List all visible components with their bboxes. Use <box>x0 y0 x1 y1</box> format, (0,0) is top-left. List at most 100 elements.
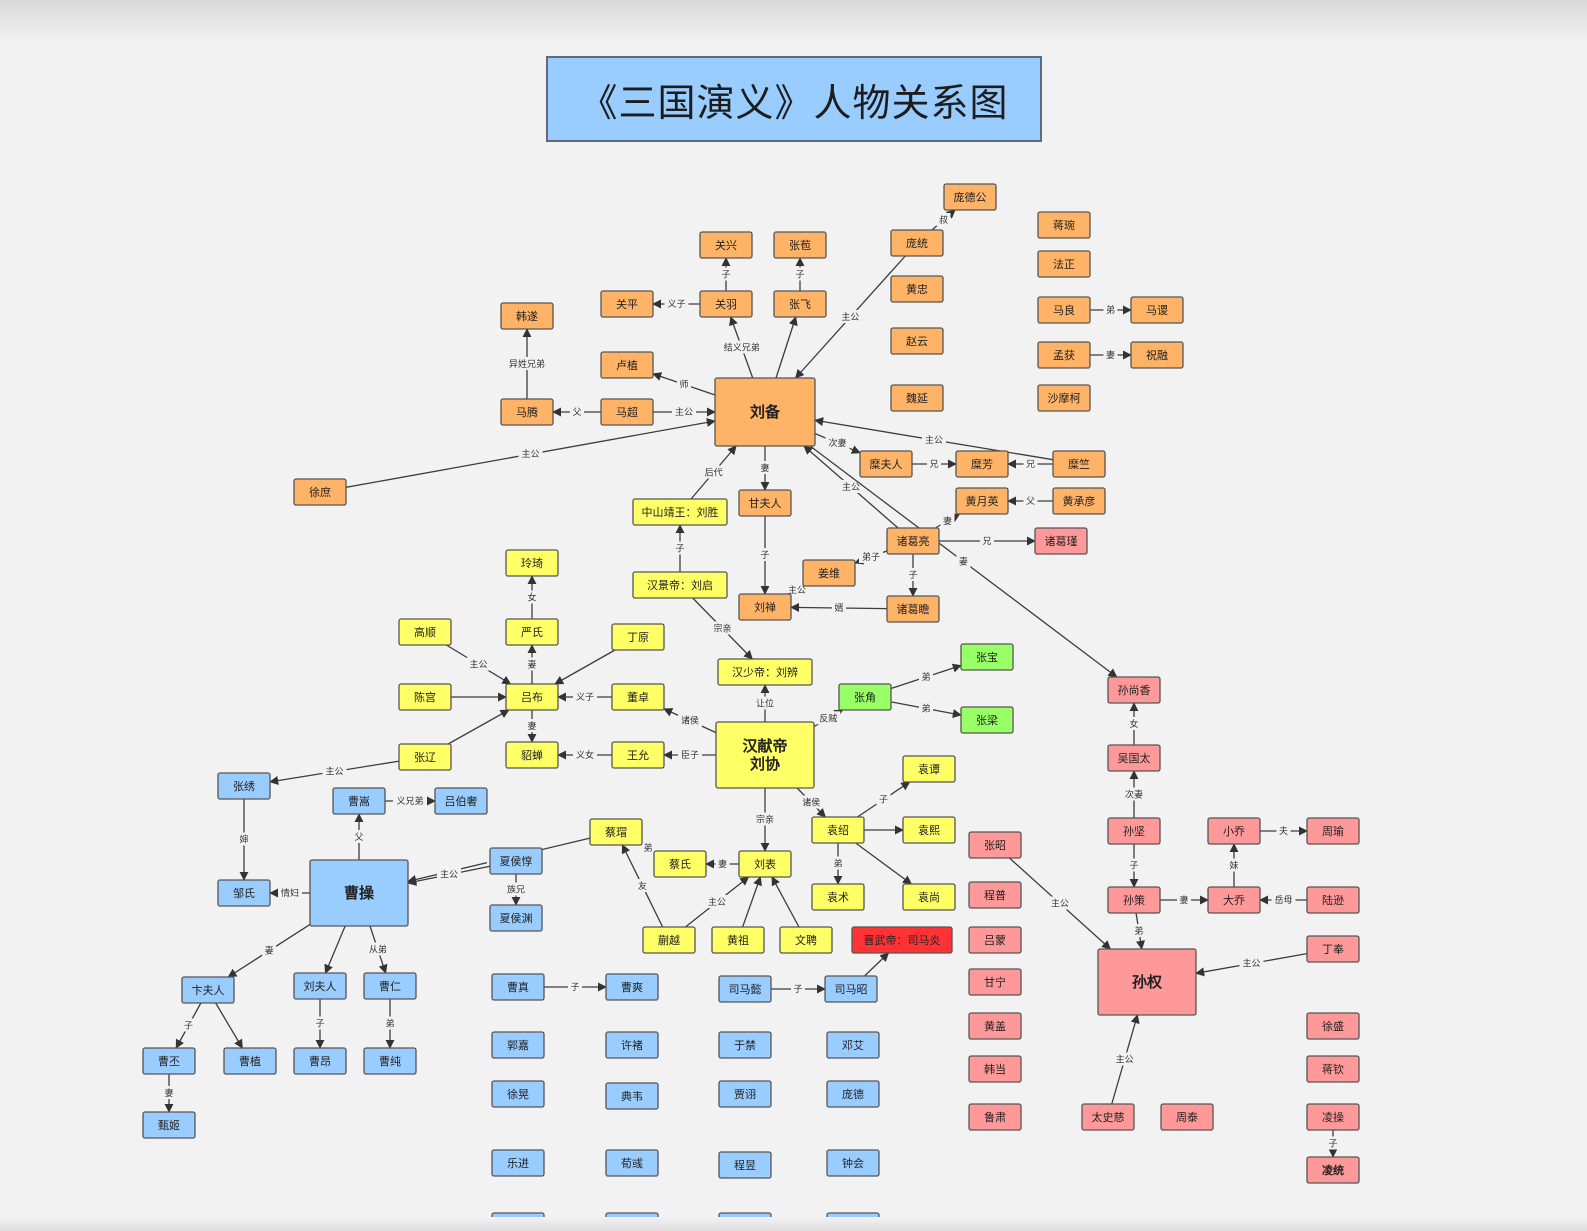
node-caoshuang[interactable]: 曹爽 <box>605 973 659 1001</box>
node-mifang[interactable]: 糜芳 <box>955 450 1009 478</box>
node-ganning[interactable]: 甘宁 <box>968 968 1022 996</box>
node-yuanshang[interactable]: 袁尚 <box>902 883 956 911</box>
node-chengpu[interactable]: 程普 <box>968 881 1022 909</box>
node-shaodi[interactable]: 汉少帝：刘辨 <box>717 658 813 686</box>
node-zhaoyun[interactable]: 赵云 <box>890 327 944 355</box>
node-lvbu[interactable]: 吕布 <box>505 683 559 711</box>
node-liuqi[interactable]: 汉景帝：刘启 <box>632 571 728 599</box>
node-luxun[interactable]: 陆逊 <box>1306 886 1360 914</box>
node-zhugejin[interactable]: 诸葛瑾 <box>1034 527 1088 555</box>
node-lingtong[interactable]: 凌统 <box>1306 1156 1360 1184</box>
node-simazhao[interactable]: 司马昭 <box>824 975 878 1003</box>
node-yuanshu[interactable]: 袁术 <box>811 883 865 911</box>
node-caochun[interactable]: 曹纯 <box>363 1047 417 1075</box>
node-huangzu[interactable]: 黄祖 <box>711 926 765 954</box>
node-zhangliao[interactable]: 张辽 <box>398 743 452 771</box>
node-liufuren[interactable]: 刘夫人 <box>293 972 347 1000</box>
node-yuanshao[interactable]: 袁绍 <box>811 816 865 844</box>
node-xunyu[interactable]: 荀彧 <box>605 1149 659 1177</box>
node-zhangjiao[interactable]: 张角 <box>838 683 892 711</box>
node-zhonghui[interactable]: 钟会 <box>826 1149 880 1177</box>
node-wenpin[interactable]: 文聘 <box>779 926 833 954</box>
node-dianwei[interactable]: 典韦 <box>605 1082 659 1110</box>
node-gaoshun[interactable]: 高顺 <box>398 618 452 646</box>
node-zhangzhao[interactable]: 张昭 <box>968 831 1022 859</box>
node-yujin[interactable]: 于禁 <box>718 1031 772 1059</box>
node-masu[interactable]: 马谡 <box>1130 296 1184 324</box>
node-maliang[interactable]: 马良 <box>1037 296 1091 324</box>
node-caishi[interactable]: 蔡氏 <box>653 850 707 878</box>
node-bianfuren[interactable]: 卞夫人 <box>181 976 235 1004</box>
node-xiahouyuan[interactable]: 夏侯渊 <box>489 904 543 932</box>
node-jiaxu[interactable]: 贾诩 <box>718 1080 772 1108</box>
node-liubiao[interactable]: 刘表 <box>738 850 792 878</box>
node-zhoutai[interactable]: 周泰 <box>1160 1103 1214 1131</box>
node-kuaiyue[interactable]: 蒯越 <box>642 926 696 954</box>
node-pangde[interactable]: 庞德 <box>826 1080 880 1108</box>
node-daqiao[interactable]: 大乔 <box>1207 886 1261 914</box>
node-lvmeng[interactable]: 吕蒙 <box>968 926 1022 954</box>
node-wuguotai[interactable]: 吴国太 <box>1107 744 1161 772</box>
node-zhugezhan[interactable]: 诸葛瞻 <box>886 595 940 623</box>
node-mizhu[interactable]: 糜竺 <box>1052 450 1106 478</box>
node-simayi[interactable]: 司马懿 <box>718 975 772 1003</box>
node-yuejin[interactable]: 乐进 <box>491 1149 545 1177</box>
node-sunjian[interactable]: 孙坚 <box>1107 817 1161 845</box>
node-sunshangxiang[interactable]: 孙尚香 <box>1107 676 1161 704</box>
node-jiangqin[interactable]: 蒋钦 <box>1306 1055 1360 1083</box>
node-handang[interactable]: 韩当 <box>968 1055 1022 1083</box>
node-diaochan[interactable]: 貂蝉 <box>505 741 559 769</box>
node-zhenji[interactable]: 甄姬 <box>142 1111 196 1139</box>
node-taishici[interactable]: 太史慈 <box>1081 1103 1135 1131</box>
node-lingcao[interactable]: 凌操 <box>1306 1103 1360 1131</box>
node-pangtong[interactable]: 庞统 <box>890 229 944 257</box>
node-yanshi[interactable]: 严氏 <box>505 618 559 646</box>
node-xuhuang[interactable]: 徐晃 <box>491 1080 545 1108</box>
node-zhugeliang[interactable]: 诸葛亮 <box>886 527 940 555</box>
node-zhangliang[interactable]: 张梁 <box>960 706 1014 734</box>
node-caopi[interactable]: 曹丕 <box>142 1047 196 1075</box>
node-sunquan[interactable]: 孙权 <box>1097 948 1197 1016</box>
node-liubei[interactable]: 刘备 <box>714 377 816 447</box>
node-menghuo[interactable]: 孟获 <box>1037 341 1091 369</box>
node-xiaoqiao[interactable]: 小乔 <box>1207 817 1261 845</box>
node-caozhen[interactable]: 曹真 <box>491 973 545 1001</box>
node-xuchu[interactable]: 许褚 <box>605 1031 659 1059</box>
node-huanggai[interactable]: 黄盖 <box>968 1012 1022 1040</box>
node-guanxing[interactable]: 关兴 <box>699 231 753 259</box>
node-jiangwan[interactable]: 蒋琬 <box>1037 211 1091 239</box>
node-lvboshe[interactable]: 吕伯奢 <box>434 787 488 815</box>
node-liushan[interactable]: 刘禅 <box>738 593 792 621</box>
node-huangyueying[interactable]: 黄月英 <box>955 487 1009 515</box>
node-wangyun[interactable]: 王允 <box>611 741 665 769</box>
node-chengyu[interactable]: 程昱 <box>718 1151 772 1179</box>
node-caozhi[interactable]: 曹植 <box>223 1047 277 1075</box>
node-guanyu[interactable]: 关羽 <box>699 290 753 318</box>
node-zhangbao2[interactable]: 张宝 <box>960 643 1014 671</box>
node-zhangbao[interactable]: 张苞 <box>773 231 827 259</box>
node-caocao[interactable]: 曹操 <box>309 859 409 927</box>
node-ganfuren[interactable]: 甘夫人 <box>738 489 792 517</box>
node-huangzhong[interactable]: 黄忠 <box>890 275 944 303</box>
node-weiyan[interactable]: 魏延 <box>890 384 944 412</box>
node-lusu[interactable]: 鲁肃 <box>968 1103 1022 1131</box>
node-zhangxiu[interactable]: 张绣 <box>217 772 271 800</box>
node-caimao[interactable]: 蔡瑁 <box>589 818 643 846</box>
node-zhouyu[interactable]: 周瑜 <box>1306 817 1360 845</box>
node-caoang[interactable]: 曹昂 <box>293 1047 347 1075</box>
node-guanping[interactable]: 关平 <box>600 290 654 318</box>
node-xusheng[interactable]: 徐盛 <box>1306 1012 1360 1040</box>
node-dingfeng[interactable]: 丁奉 <box>1306 935 1360 963</box>
node-hansui[interactable]: 韩遂 <box>500 302 554 330</box>
node-mifuren[interactable]: 糜夫人 <box>859 450 913 478</box>
node-shamoke[interactable]: 沙摩柯 <box>1037 384 1091 412</box>
node-fazheng[interactable]: 法正 <box>1037 250 1091 278</box>
node-luzhi[interactable]: 卢植 <box>600 351 654 379</box>
node-yuanxi[interactable]: 袁熙 <box>902 816 956 844</box>
node-dongzhuo[interactable]: 董卓 <box>611 683 665 711</box>
node-machao[interactable]: 马超 <box>600 398 654 426</box>
node-jiangwei[interactable]: 姜维 <box>802 559 856 587</box>
node-pangdegong[interactable]: 庞德公 <box>943 183 997 211</box>
node-chengong[interactable]: 陈宫 <box>398 683 452 711</box>
